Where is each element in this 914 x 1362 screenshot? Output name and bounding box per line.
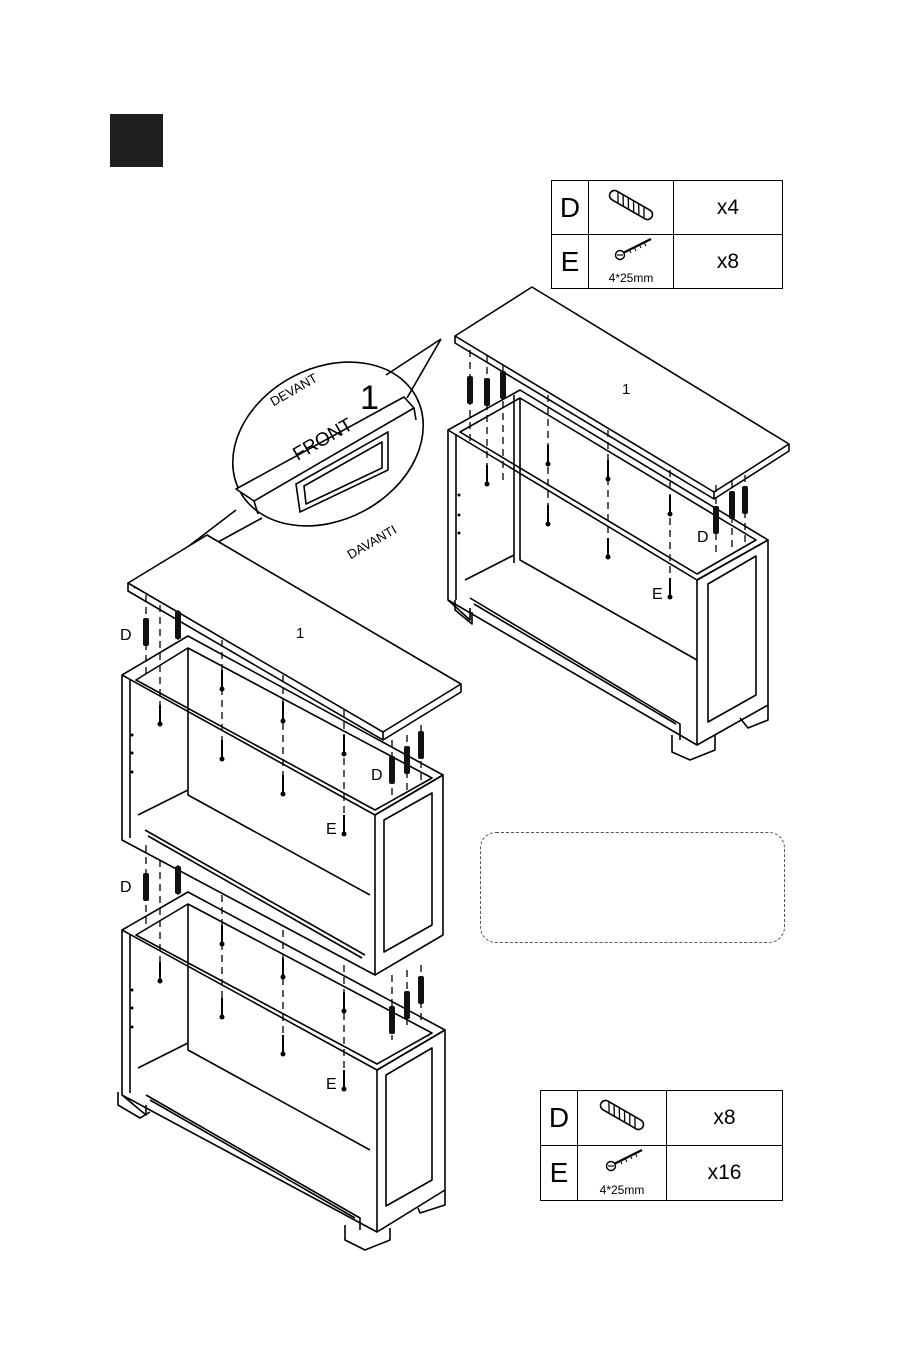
label-d: D [120,880,132,896]
front-callout [134,330,452,588]
dashed-note-box [480,832,785,943]
fasteners [143,371,748,1092]
label-e: E [326,822,337,838]
label-e: E [652,587,663,603]
label-d: D [120,628,132,644]
part-label-top-right: 1 [622,382,630,397]
label-d: D [697,530,709,546]
label-d: D [371,768,383,784]
part-label-left: 1 [296,626,304,641]
callout-part-number: 1 [360,381,379,415]
label-e: E [326,1077,337,1093]
